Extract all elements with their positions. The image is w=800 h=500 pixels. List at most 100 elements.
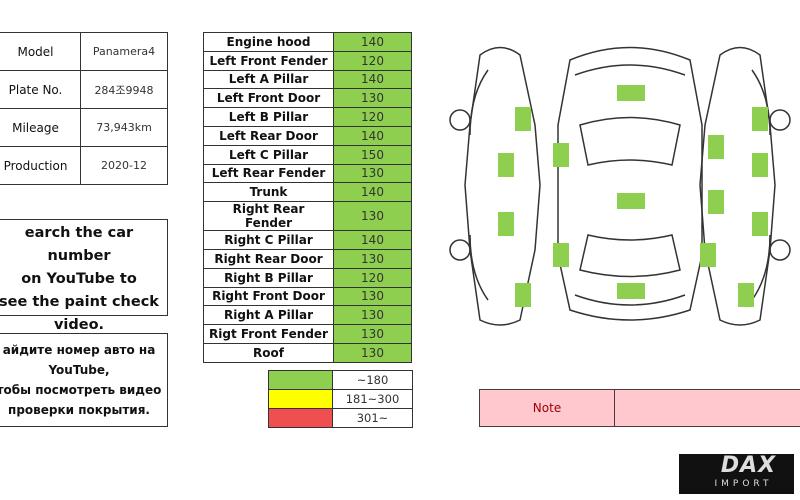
note-row: Note xyxy=(479,389,800,427)
paint-mark xyxy=(752,107,768,131)
part-value: 130 xyxy=(333,201,412,232)
notice-english: earch the car number on YouTube to see t… xyxy=(0,219,168,333)
part-name: Left C Pillar xyxy=(203,144,334,165)
mileage-label: Mileage xyxy=(0,108,81,147)
part-value: 130 xyxy=(333,305,412,326)
part-name: Left Front Fender xyxy=(203,50,334,71)
part-name: Left A Pillar xyxy=(203,69,334,90)
part-value: 140 xyxy=(333,182,412,203)
car-top-view xyxy=(557,46,703,321)
part-name: Left Front Door xyxy=(203,88,334,109)
legend-range: 301~ xyxy=(332,408,413,428)
part-value: 140 xyxy=(333,69,412,90)
part-name: Left Rear Door xyxy=(203,125,334,146)
paint-mark xyxy=(752,153,768,177)
part-name: Left Rear Fender xyxy=(203,163,334,184)
part-value: 130 xyxy=(333,324,412,344)
paint-mark xyxy=(700,243,716,267)
part-name: Right Rear Door xyxy=(203,248,334,269)
paint-mark xyxy=(498,153,514,177)
notice-line: тобы посмотреть видео xyxy=(0,383,162,397)
part-name: Right Rear Fender xyxy=(203,201,334,232)
notice-line: video. xyxy=(53,317,105,333)
note-value[interactable] xyxy=(615,390,800,426)
legend-swatch xyxy=(268,370,333,390)
paint-mark xyxy=(617,283,645,299)
plate-value: 284조9948 xyxy=(80,70,168,109)
part-value: 130 xyxy=(333,248,412,269)
part-value: 130 xyxy=(333,88,412,109)
part-name: Right C Pillar xyxy=(203,230,334,250)
paint-mark xyxy=(708,135,724,159)
car-left-side-view xyxy=(449,46,541,326)
part-value: 120 xyxy=(333,267,412,288)
part-value: 130 xyxy=(333,286,412,307)
part-name: Right B Pillar xyxy=(203,267,334,288)
legend-swatch xyxy=(268,408,333,428)
notice-russian: айдите номер авто на YouTube, тобы посмо… xyxy=(0,333,168,427)
legend-range: ~180 xyxy=(332,370,413,390)
mileage-value: 73,943km xyxy=(80,108,168,147)
model-label: Model xyxy=(0,32,81,71)
paint-mark xyxy=(515,283,531,307)
part-value: 140 xyxy=(333,125,412,146)
part-name: Right Front Door xyxy=(203,286,334,307)
part-value: 140 xyxy=(333,32,412,52)
part-value: 150 xyxy=(333,144,412,165)
part-name: Roof xyxy=(203,342,334,363)
part-value: 120 xyxy=(333,107,412,127)
part-name: Right A Pillar xyxy=(203,305,334,326)
notice-line: проверки покрытия. xyxy=(8,403,150,417)
part-name: Engine hood xyxy=(203,32,334,52)
paint-mark xyxy=(498,212,514,236)
paint-mark xyxy=(553,243,569,267)
part-name: Left B Pillar xyxy=(203,107,334,127)
notice-line: айдите номер авто на xyxy=(2,343,156,357)
notice-line: earch the car number xyxy=(24,225,134,264)
plate-label: Plate No. xyxy=(0,70,81,109)
paint-mark xyxy=(738,283,754,307)
part-value: 140 xyxy=(333,230,412,250)
paint-mark xyxy=(553,143,569,167)
legend-range: 181~300 xyxy=(332,389,413,409)
part-name: Rigt Front Fender xyxy=(203,324,334,344)
part-value: 130 xyxy=(333,342,412,363)
production-label: Production xyxy=(0,146,81,185)
paint-mark xyxy=(752,212,768,236)
dax-import-logo: DAX IMPORT xyxy=(679,454,794,494)
paint-mark xyxy=(515,107,531,131)
production-value: 2020-12 xyxy=(80,146,168,185)
legend-row: 181~300 xyxy=(268,389,413,409)
note-label: Note xyxy=(480,390,615,426)
car-right-side-view xyxy=(699,46,791,326)
notice-line: on YouTube to xyxy=(21,271,137,287)
paint-mark xyxy=(617,193,645,209)
car-diagram xyxy=(449,46,791,326)
part-value: 120 xyxy=(333,50,412,71)
legend-row: ~180 xyxy=(268,370,413,390)
legend-row: 301~ xyxy=(268,408,413,428)
notice-line: see the paint check xyxy=(0,294,159,310)
notice-line: YouTube, xyxy=(48,363,110,377)
model-value: Panamera4 xyxy=(80,32,168,71)
paint-mark xyxy=(708,190,724,214)
logo-sub: IMPORT xyxy=(714,479,773,489)
